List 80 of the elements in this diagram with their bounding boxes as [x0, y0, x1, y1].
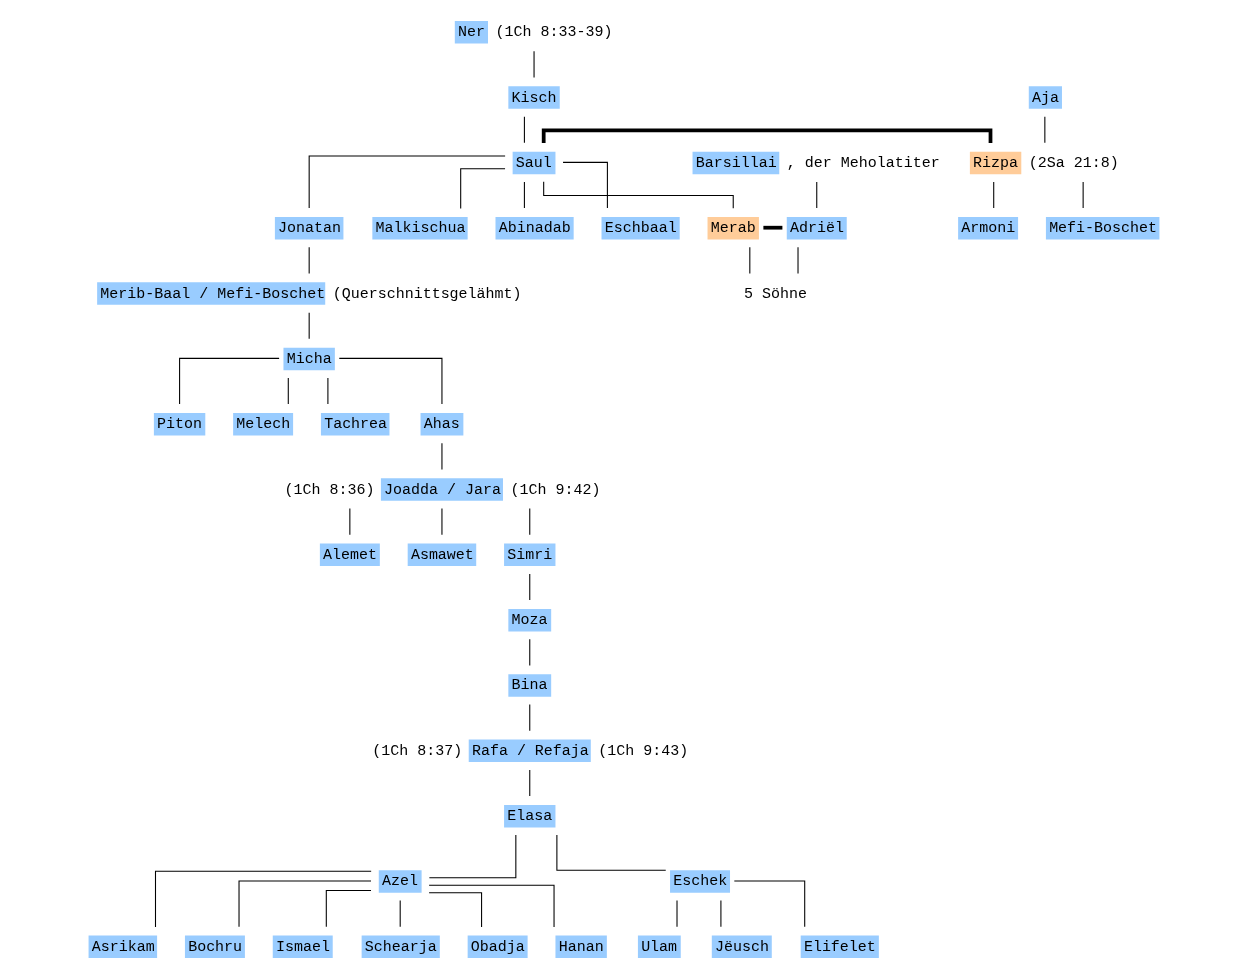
node-box: Tachrea: [320, 412, 390, 436]
node-box: Merib-Baal / Mefi-Boschet: [97, 282, 326, 305]
connector: [154, 870, 372, 928]
node-label: (1Ch 8:37): [372, 742, 463, 760]
node-box: Armoni: [958, 217, 1019, 240]
node-label: (2Sa 21:8): [1028, 154, 1119, 172]
node-box: Aja: [1028, 86, 1062, 109]
connector: [428, 834, 517, 879]
connector: [763, 225, 783, 230]
connector: [338, 357, 443, 405]
node-box: Ulam: [637, 935, 681, 959]
node-box: Rizpa: [969, 151, 1022, 175]
node-box: Moza: [508, 608, 552, 632]
node-box: Ahas: [420, 412, 464, 436]
node-text: 5 Söhne: [743, 285, 807, 303]
node-box: Piton: [153, 412, 206, 436]
connector: [529, 769, 531, 797]
node-box: Saul: [512, 151, 556, 175]
connector: [993, 181, 995, 209]
connector: [428, 884, 555, 928]
connector: [325, 890, 372, 928]
connector: [1082, 181, 1084, 209]
node-box: Barsillai: [692, 151, 780, 175]
connector: [399, 900, 401, 928]
connector: [529, 704, 531, 732]
node-box: Bochru: [184, 935, 245, 959]
node-box: Ismael: [272, 935, 333, 959]
connector: [541, 128, 993, 143]
node-box: Mefi-Boschet: [1045, 217, 1160, 240]
connector: [428, 892, 483, 928]
node-label: (Querschnittsgelähmt): [332, 285, 522, 303]
node-box: Micha: [283, 347, 335, 371]
node-box: Simri: [504, 543, 556, 567]
connector: [523, 116, 525, 144]
node-label: (1Ch 9:42): [510, 481, 601, 499]
connector: [349, 508, 351, 536]
node-box: Kisch: [508, 86, 560, 109]
node-box: Eschek: [670, 870, 730, 893]
node-box: Melech: [233, 412, 294, 436]
connector: [749, 246, 751, 274]
node-box: Obadja: [467, 935, 528, 959]
node-box: Alemet: [319, 543, 380, 567]
connector: [562, 161, 608, 209]
node-box: Joadda / Jara: [380, 478, 503, 501]
connector: [308, 155, 506, 209]
node-box: Eschbaal: [601, 217, 680, 240]
node-box: Rafa / Refaja: [468, 739, 591, 763]
connector: [287, 377, 289, 405]
connector: [556, 834, 667, 871]
node-box: Asrikam: [88, 935, 158, 959]
connector: [179, 357, 280, 405]
node-box: Elifelet: [800, 935, 879, 959]
node-box: Abinadab: [495, 217, 574, 240]
connector: [529, 508, 531, 536]
connector: [733, 880, 806, 928]
node-box: Bina: [508, 674, 552, 697]
connector: [238, 880, 372, 928]
node-box: Jonatan: [274, 217, 344, 240]
node-box: Schearja: [361, 935, 440, 959]
node-label: (1Ch 8:33-39): [495, 24, 613, 42]
connector: [460, 168, 506, 209]
node-label: (1Ch 9:43): [598, 742, 689, 760]
node-box: Asmawet: [407, 543, 477, 567]
connector: [529, 638, 531, 666]
node-box: Ner: [454, 21, 488, 44]
node-box: Merab: [707, 217, 759, 240]
node-box: Malkischua: [372, 217, 468, 240]
connector: [308, 246, 310, 274]
connector: [816, 181, 818, 209]
connector: [523, 181, 525, 209]
node-label: , der Meholatiter: [786, 154, 940, 172]
connector: [529, 573, 531, 601]
node-box: Hanan: [555, 935, 607, 959]
node-box: Adriël: [786, 217, 847, 240]
node-box: Elasa: [504, 804, 556, 828]
connector: [1044, 116, 1046, 144]
node-box: Azel: [378, 870, 422, 893]
node-label: (1Ch 8:36): [284, 481, 375, 499]
node-box: Jëusch: [711, 935, 772, 959]
connector: [308, 312, 310, 340]
